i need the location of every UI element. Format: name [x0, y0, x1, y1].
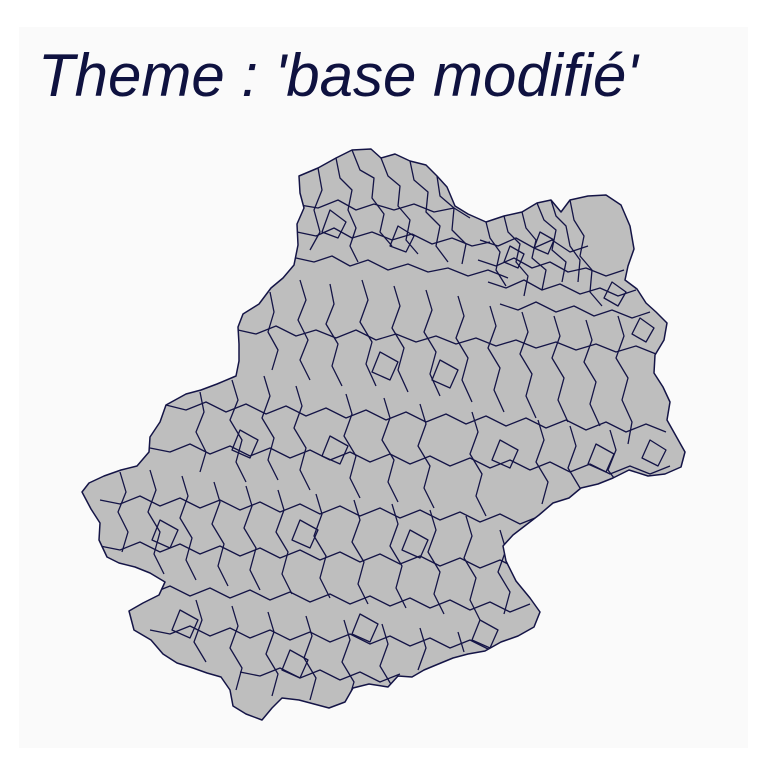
map-title: Theme : 'base modifié': [38, 42, 638, 109]
commune-borders: [99, 149, 671, 703]
